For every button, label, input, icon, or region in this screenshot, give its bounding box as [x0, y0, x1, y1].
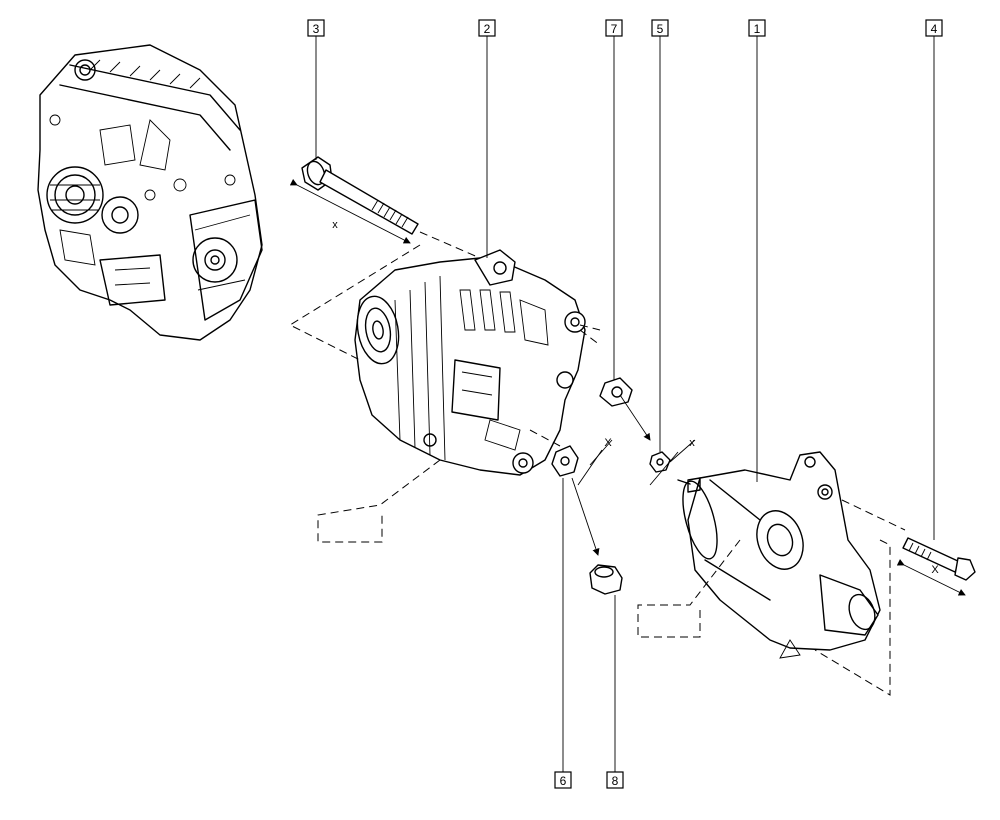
svg-text:6: 6 — [560, 774, 567, 788]
part6-nut — [551, 445, 579, 477]
svg-text:4: 4 — [931, 22, 938, 36]
callout-2: 2 — [478, 19, 496, 37]
part5-nut — [649, 451, 671, 473]
nut5-marker-label: x — [689, 437, 695, 449]
nut6-marker-label: X — [604, 437, 612, 449]
part8-cap — [589, 564, 623, 595]
bolt4-length-dimension-line — [896, 558, 966, 596]
callout-leader-lines — [315, 36, 935, 772]
svg-text:3: 3 — [313, 22, 320, 36]
bolt4-length-label: X — [931, 564, 939, 576]
nut5-marker-arrow — [669, 439, 696, 463]
svg-text:1: 1 — [754, 22, 761, 36]
assembly-dashed-lines — [288, 231, 906, 696]
svg-text:5: 5 — [657, 22, 664, 36]
starter-motor-bolt — [902, 537, 976, 581]
callout-6: 6 — [554, 771, 572, 789]
callout-8: 8 — [606, 771, 624, 789]
svg-text:7: 7 — [611, 22, 618, 36]
part7-clip — [599, 377, 651, 441]
engine-block-illustration — [37, 44, 263, 341]
nut5-marker-line — [649, 451, 679, 486]
callout-3: 3 — [307, 19, 325, 37]
bolt3-length-dimension-line — [289, 178, 411, 244]
svg-text:2: 2 — [484, 22, 491, 36]
callout-7: 7 — [605, 19, 623, 37]
callout-5: 5 — [651, 19, 669, 37]
svg-text:8: 8 — [612, 774, 619, 788]
nut6-marker-arrow — [589, 439, 613, 466]
alternator-long-bolt — [301, 156, 419, 235]
callout-1: 1 — [748, 19, 766, 37]
callout-4: 4 — [925, 19, 943, 37]
part8-assembly-arrow — [571, 477, 600, 556]
alternator-illustration — [354, 249, 586, 476]
bolt3-length-label: x — [332, 219, 338, 231]
starter-motor-illustration — [677, 451, 881, 659]
